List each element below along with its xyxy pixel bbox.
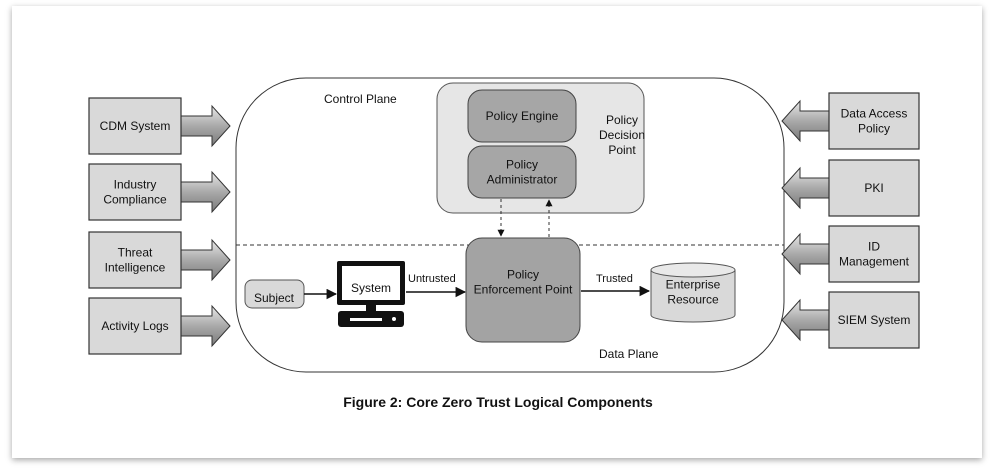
policy-administrator-box xyxy=(467,145,577,199)
label-line: Enterprise xyxy=(666,278,721,292)
label-line: Intelligence xyxy=(105,261,166,275)
label-line: Policy xyxy=(507,268,539,282)
system-label: System xyxy=(351,281,391,295)
label-line: System xyxy=(351,281,391,295)
pki-box xyxy=(828,159,920,217)
cdm-system-label: CDM System xyxy=(100,119,171,133)
label-line: ID xyxy=(868,240,880,254)
label-line: Subject xyxy=(254,291,295,305)
id-management-box xyxy=(828,225,920,283)
label-line: Industry xyxy=(114,178,157,192)
label-line: Administrator xyxy=(487,173,558,187)
figure-caption: Figure 2: Core Zero Trust Logical Compon… xyxy=(343,394,653,410)
label-line: Decision xyxy=(599,128,645,142)
label-line: Point xyxy=(608,143,636,157)
label-line: Policy Engine xyxy=(486,109,559,123)
siem-system-box xyxy=(828,291,920,349)
cdm-system-box xyxy=(88,97,182,155)
data-plane-label: Data Plane xyxy=(599,347,659,361)
label-line: PKI xyxy=(864,181,883,195)
label-line: Activity Logs xyxy=(101,319,168,333)
data-access-policy-box xyxy=(828,92,920,150)
threat-intelligence-box xyxy=(88,231,182,289)
label-line: CDM System xyxy=(100,119,171,133)
label-line: Enforcement Point xyxy=(474,283,573,297)
label-line: Data Access xyxy=(841,107,908,121)
label-line: SIEM System xyxy=(838,313,911,327)
label-line: Policy xyxy=(506,158,538,172)
label-line: Policy xyxy=(858,122,890,136)
label-line: Threat xyxy=(118,246,153,260)
trusted-label: Trusted xyxy=(596,273,633,285)
industry-compliance-box xyxy=(88,163,182,221)
pki-label: PKI xyxy=(864,181,883,195)
activity-logs-label: Activity Logs xyxy=(101,319,168,333)
label-line: Management xyxy=(839,255,910,269)
label-line: Compliance xyxy=(103,193,167,207)
activity-logs-box xyxy=(88,297,182,355)
computer-icon xyxy=(337,261,405,327)
siem-system-label: SIEM System xyxy=(838,313,911,327)
policy-engine-label: Policy Engine xyxy=(486,109,559,123)
subject-label: Subject xyxy=(254,291,295,305)
untrusted-label: Untrusted xyxy=(408,273,456,285)
enterprise-resource-cylinder xyxy=(650,262,736,323)
policy-engine-box xyxy=(467,89,577,143)
label-line: Resource xyxy=(667,293,719,307)
control-plane-label: Control Plane xyxy=(324,92,397,106)
label-line: Policy xyxy=(606,113,638,127)
